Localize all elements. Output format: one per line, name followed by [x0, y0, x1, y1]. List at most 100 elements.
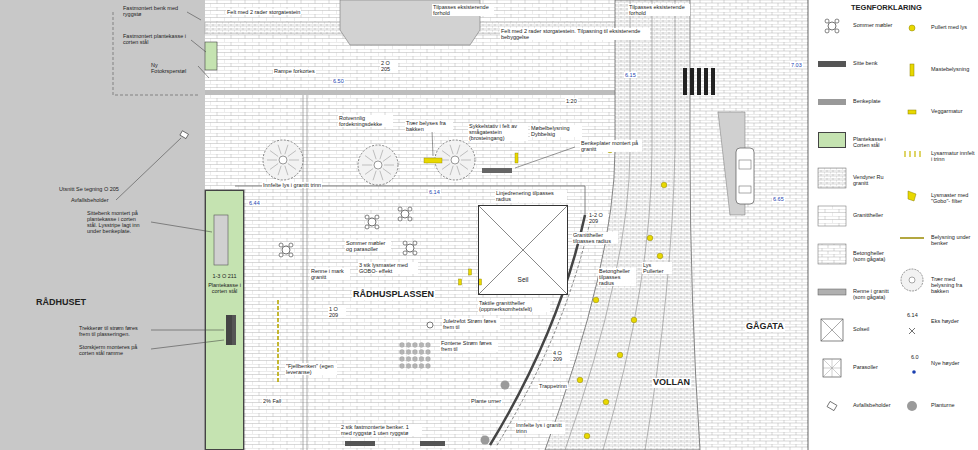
leader-line — [151, 222, 212, 232]
legend-text: Trær med belysning fra bakken — [930, 276, 976, 294]
plan-note: Tilpasses eksisterende forhold — [432, 4, 494, 16]
light-mast — [459, 279, 462, 285]
node-label: Plantekasse i corten stål — [206, 282, 243, 294]
plan-note: Tilpasses eksisterende forhold — [628, 4, 690, 16]
plan-note: Sommer møbler og parasoller — [345, 240, 391, 252]
plan-note: 2% Fall — [262, 398, 282, 404]
callout-number: 1 O 209 — [328, 306, 346, 318]
spot-height: 6.50 — [332, 78, 345, 84]
plan-note: Rotvennlig fordekningsdekke — [338, 115, 393, 127]
legend-sample — [818, 289, 846, 295]
plan-note: Rampe forkortes — [273, 68, 316, 74]
plan-note: Renne i mark granitt — [310, 268, 350, 280]
plan-note: Sittebenk montert på plantekasse i corte… — [86, 210, 148, 234]
sail-symbol — [478, 205, 568, 295]
legend-text: Benkeplate — [852, 98, 882, 104]
legend-text: Mastebelysning — [930, 66, 970, 72]
legend-text: Solseil — [852, 326, 870, 332]
plan-note: Plante urner — [470, 398, 502, 404]
plan-note: Linjedrenering tilpasses radius — [495, 190, 567, 202]
legend-sample — [818, 61, 846, 67]
plan-note: Fastmontert benk med ryggstø — [122, 5, 184, 17]
tree-symbol — [358, 145, 398, 185]
legend-sample — [825, 19, 839, 33]
spot-height: 6.65 — [772, 196, 785, 202]
callout-number: 1-3 O 211 — [211, 273, 237, 279]
plan-note: Fastmontert plantekasse i corten stål — [122, 33, 188, 45]
furniture-symbol — [279, 243, 293, 257]
plant-urn — [481, 436, 490, 445]
legend-sample — [908, 191, 916, 201]
plan-note: Innfelte lys i granitt trinn — [262, 182, 322, 188]
legend-text: Lysarmatur innfelt i trinn — [930, 150, 976, 162]
legend-sample — [908, 110, 916, 114]
leader-line — [432, 130, 433, 156]
node-label: Seil — [517, 276, 530, 283]
bollard-light — [647, 235, 653, 241]
legend-sample — [821, 319, 843, 341]
leader-line — [151, 340, 224, 349]
bollard-light — [603, 399, 609, 405]
plan-note: Juletrefot Strøm føres frem til — [442, 318, 500, 330]
legend-sample — [818, 99, 846, 105]
legend-sample — [905, 151, 920, 157]
planter — [205, 190, 244, 450]
callout-number: 1:20 — [565, 98, 578, 104]
furniture-symbol — [403, 241, 417, 255]
callout-number: 2 O 205 — [380, 60, 398, 72]
legend-text: Parasoller — [852, 364, 879, 370]
plan-note: Lys Pullerter — [642, 262, 672, 274]
building — [0, 0, 205, 450]
spot-height: 6.14 — [428, 189, 441, 195]
plan-note: Storskjerm monteres på corten stål ramme — [78, 344, 148, 356]
leader-line — [191, 40, 206, 52]
bollard-light — [617, 352, 623, 358]
legend-text: Belysning under benker — [930, 234, 976, 246]
plan-note: Felt med 2 rader storgatestein — [226, 9, 301, 15]
leader-line — [116, 138, 181, 200]
place-name: GÅGATA — [745, 322, 785, 332]
plan-note: 2 stk fastmonterte benker. 1 med ryggstø… — [340, 424, 422, 436]
legend-sample — [823, 359, 841, 377]
legend-text: Lysmaster med "Gobo"- filter — [930, 192, 976, 204]
legend-text: Granittheller — [852, 212, 884, 218]
plan-note: Utsnitt Se tegning O 205 — [58, 186, 120, 192]
plan-note: Trær belyses fra bakken — [405, 120, 453, 132]
sail-square: Seil — [478, 205, 568, 295]
spot-height: 6.14 — [906, 312, 919, 318]
legend-text: Vendyrer Ru granitt — [852, 174, 898, 186]
place-name: RÅDHUSPLASSEN — [352, 290, 435, 300]
plan-note: Betongheller tilpasses radius — [598, 268, 636, 286]
legend-sample — [818, 244, 846, 264]
spot-height: 7.03 — [790, 62, 803, 68]
plan-note: Trekkerør til strøm føres frem til plass… — [78, 325, 148, 337]
furniture-symbol — [365, 215, 379, 229]
plan-note: Taktile granittheller (oppmerksomhetsfel… — [478, 300, 550, 312]
spot-height: 6.15 — [624, 72, 637, 78]
plan-note: Granittheller tilpasses radius — [572, 232, 618, 244]
bollard-light — [631, 317, 637, 323]
legend-sample — [818, 168, 846, 188]
legend-text: Pullert med lys — [930, 24, 968, 30]
callout-number: 4 O 209 — [552, 350, 570, 362]
callout-number: 1-2 O 209 — [588, 212, 608, 224]
leader-line — [198, 66, 209, 78]
legend-text: Avfallsbeholder — [852, 402, 892, 408]
legend-text: Sitte benk — [852, 60, 878, 66]
plan-note: Felt med 2 rader storgatestein. Tilpasni… — [500, 28, 650, 40]
plan-note: Fontene Strøm føres frem til — [440, 340, 498, 352]
plan-note: Avfallsbeholder — [70, 197, 110, 203]
legend-sample — [818, 206, 846, 226]
legend-sample — [909, 328, 915, 334]
leader-line — [515, 147, 575, 168]
plan-note: Benkeplater montert på granitt — [580, 140, 642, 152]
plan-note: Innfelte lys i granitt trinn — [515, 422, 565, 434]
planter-box: 1-3 O 211Plantekasse i corten stål — [205, 190, 244, 450]
furniture-symbol — [398, 207, 412, 221]
plan-note: Møbelbelysning Dybbelsig — [530, 125, 582, 137]
legend-text: Betongheller (som gågata) — [852, 250, 898, 262]
bollard-light — [657, 253, 663, 259]
legend-sample — [912, 370, 916, 374]
plan-note: Sykkelstativ i felt av smågatestein (bro… — [468, 123, 528, 141]
